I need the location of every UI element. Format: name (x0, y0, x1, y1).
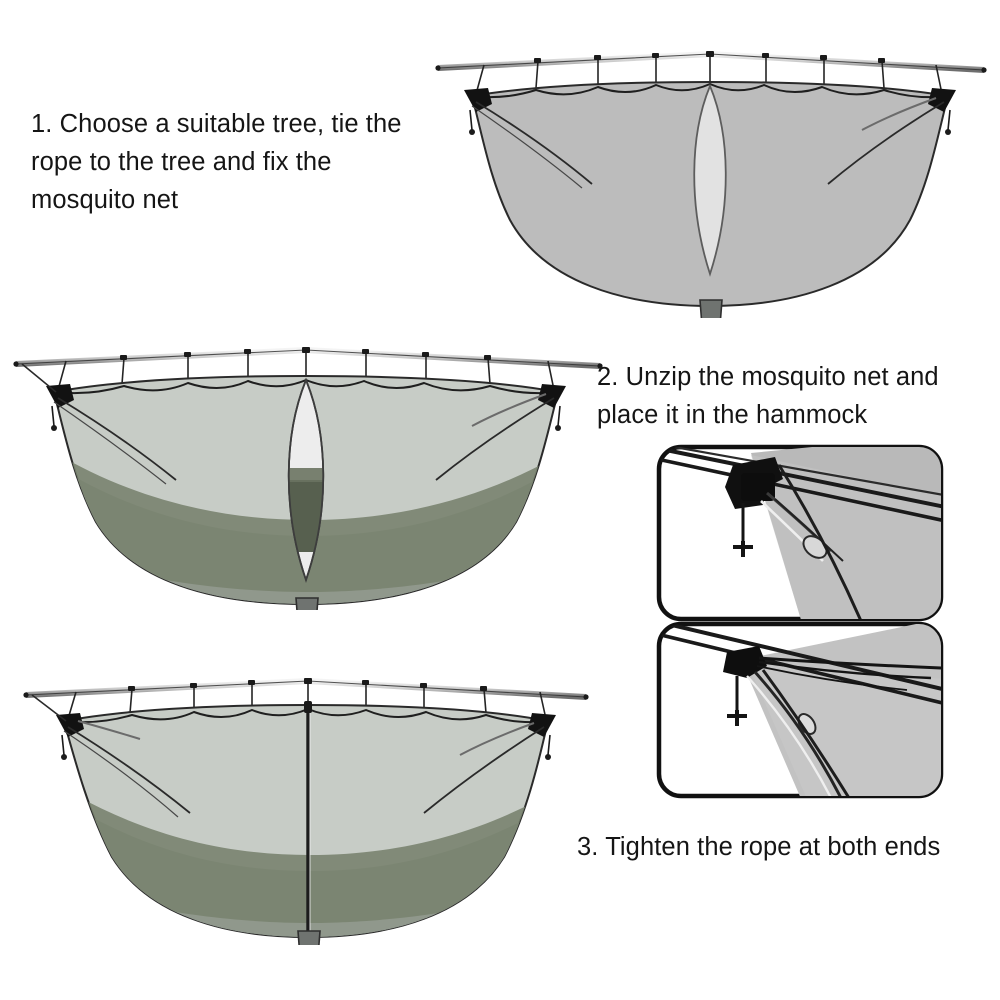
bottom-pouch (295, 597, 319, 610)
zipper-closed-line (304, 701, 312, 933)
zip-opening-lens (693, 83, 727, 277)
detail-panel-rope-clip-tightened (656, 621, 944, 799)
tie-nodes (128, 678, 487, 691)
step-2-instruction-text: 2. Unzip the mosquito net and place it i… (597, 363, 939, 429)
corner-hardware-right (435, 384, 566, 481)
tie-nodes (120, 347, 491, 360)
corner-hardware-left (31, 694, 191, 818)
suspension-ties (67, 681, 547, 720)
tie-nodes (534, 51, 885, 63)
corner-hardware-left (464, 88, 593, 189)
corner-hardware-left (21, 363, 177, 485)
step-3-instruction-text: 3. Tighten the rope at both ends (577, 833, 941, 861)
step-1-instruction-text: 1. Choose a suitable tree, tie the rope … (31, 110, 402, 214)
toggle-cord (733, 503, 753, 557)
corner-hardware-right (827, 88, 956, 185)
detail-panel-rope-clip-loose (656, 444, 944, 622)
illustration-step-2-net-with-hammock (13, 346, 603, 610)
taut-strap (746, 671, 843, 796)
bottom-pouch (699, 299, 723, 318)
toggle-cord (727, 676, 747, 726)
illustration-step-1-net-on-ridgeline (435, 50, 987, 318)
taut-seams (756, 656, 941, 691)
rope-clip-hardware (723, 646, 767, 678)
corner-hardware-right (423, 713, 556, 814)
net-edge (777, 464, 863, 619)
ridgeline-rope (660, 447, 941, 511)
ridgeline-rope (659, 624, 941, 694)
net-edge (761, 669, 851, 796)
zip-opening-lens (287, 377, 325, 583)
illustration-step-3-net-zipped-closed (23, 677, 589, 945)
bottom-pouch (297, 930, 321, 945)
